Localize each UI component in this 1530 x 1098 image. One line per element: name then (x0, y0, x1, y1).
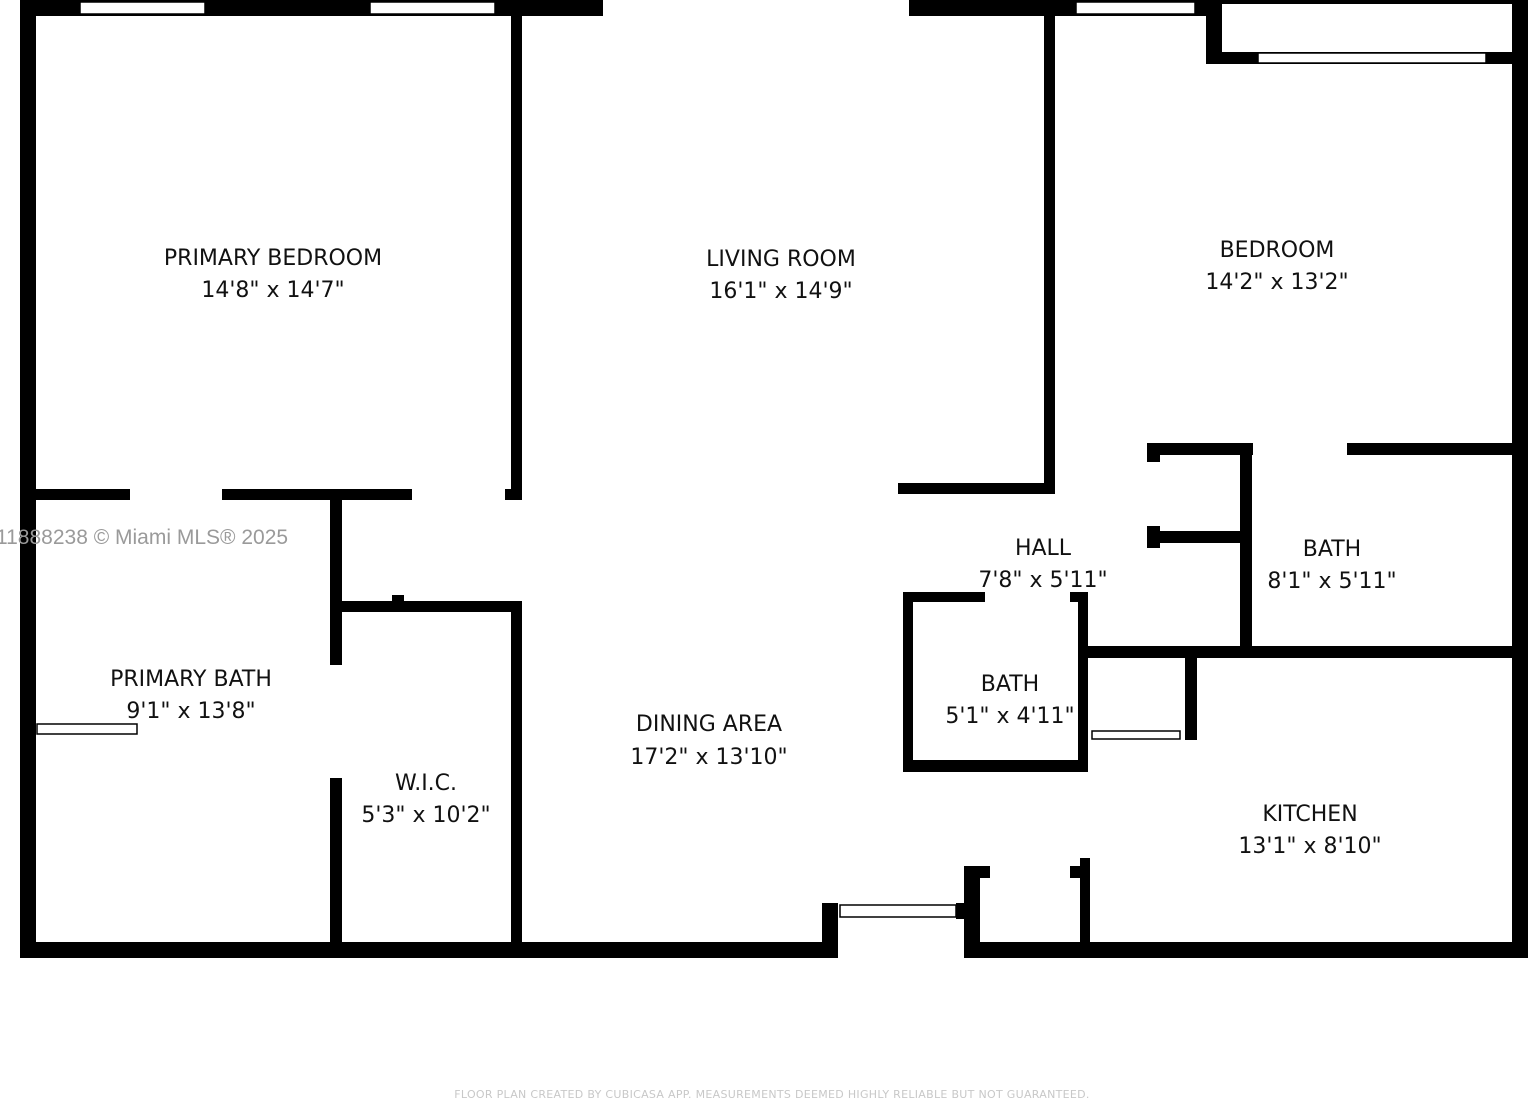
room-name-dining-area: DINING AREA (636, 712, 782, 737)
room-name-primary-bedroom: PRIMARY BEDROOM (164, 246, 382, 271)
room-size-primary-bedroom: 14'8" x 14'7" (201, 278, 344, 303)
footer-disclaimer: FLOOR PLAN CREATED BY CUBICASA APP. MEAS… (454, 1088, 1089, 1098)
room-size-wic: 5'3" x 10'2" (361, 803, 490, 828)
room-name-bedroom: BEDROOM (1220, 238, 1335, 263)
room-size-dining-area: 17'2" x 13'10" (630, 745, 787, 770)
room-name-kitchen: KITCHEN (1262, 802, 1357, 827)
room-size-hall: 7'8" x 5'11" (978, 568, 1107, 593)
room-name-primary-bath: PRIMARY BATH (110, 667, 272, 692)
room-size-bath: 8'1" x 5'11" (1267, 569, 1396, 594)
room-size-bath-2: 5'1" x 4'11" (945, 704, 1074, 729)
room-size-living-room: 16'1" x 14'9" (709, 279, 852, 304)
room-size-kitchen: 13'1" x 8'10" (1238, 834, 1381, 859)
room-labels: PRIMARY BEDROOM 14'8" x 14'7" LIVING ROO… (110, 238, 1397, 859)
room-name-wic: W.I.C. (395, 771, 457, 796)
room-name-hall: HALL (1015, 536, 1072, 561)
watermark: 11888238 © Miami MLS® 2025 (0, 526, 288, 549)
walls (20, 0, 1528, 958)
room-name-bath-2: BATH (981, 672, 1039, 697)
room-name-bath: BATH (1303, 537, 1361, 562)
room-size-primary-bath: 9'1" x 13'8" (126, 699, 255, 724)
room-name-living-room: LIVING ROOM (706, 247, 856, 272)
room-size-bedroom: 14'2" x 13'2" (1205, 270, 1348, 295)
